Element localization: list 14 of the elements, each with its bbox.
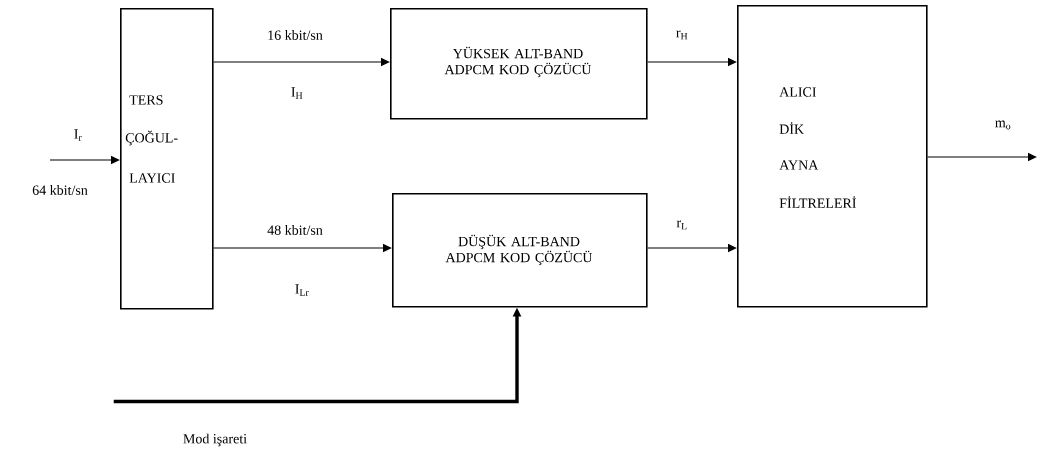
edge-label: r$_{H}$ (676, 30, 688, 40)
signal-label: 64 kbit/sn (32, 185, 88, 195)
edge-label: r$_{L}$ (676, 220, 687, 230)
edge-label: m$_{o}$ (995, 120, 1011, 130)
block-box: TERS ÇOĞUL- LAYICI (120, 8, 214, 310)
edge-label: 16 kbit/sn (268, 30, 323, 40)
block-box: DÜŞÜK ALT-BAND ADPCM KOD ÇÖZÜCÜ (392, 193, 648, 308)
signal-label: I$_{H}$ (291, 87, 303, 99)
signal-label: I$_{Lr}$ (295, 284, 309, 296)
block-box: YÜKSEK ALT-BAND ADPCM KOD ÇÖZÜCÜ (390, 8, 648, 120)
edge-label: I$_{r}$ (74, 129, 82, 141)
signal-label: Mod işareti (183, 433, 247, 447)
block-box: ALICI DİK AYNA FİLTRELERİ (737, 5, 928, 308)
edge-label: 48 kbit/sn (267, 225, 323, 235)
